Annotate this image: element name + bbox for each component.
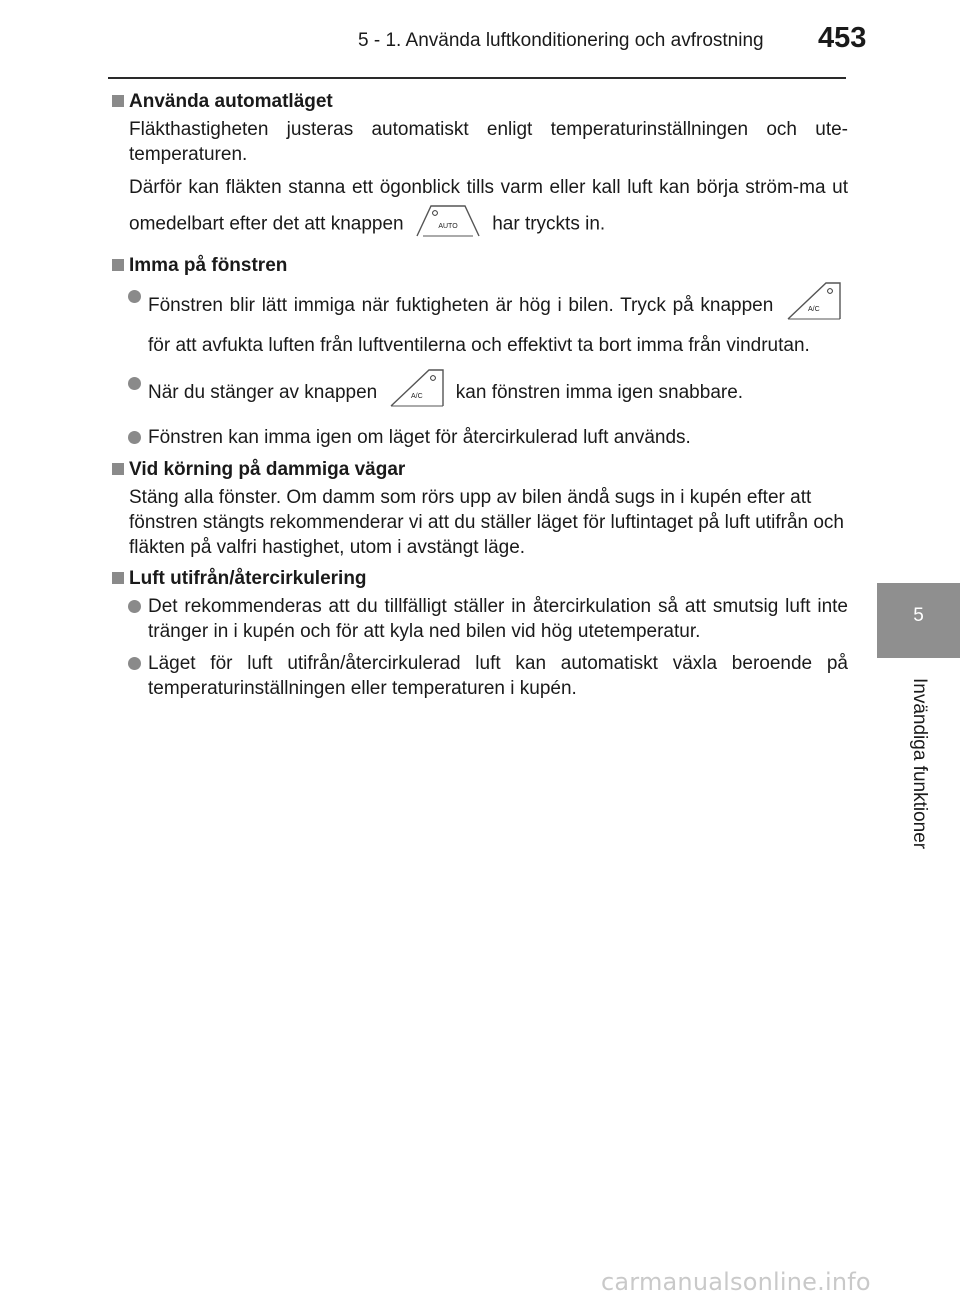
list-item: Läget för luft utifrån/återcirkulerad lu… xyxy=(110,651,848,701)
circle-bullet-icon xyxy=(128,431,141,444)
section-heading-recirculation: Luft utifrån/återcirkulering xyxy=(110,566,848,591)
list-item: Fönstren blir lätt immiga när fuktighete… xyxy=(110,281,848,361)
square-bullet-icon xyxy=(112,463,124,475)
ac-button-label: A/C xyxy=(808,306,820,313)
page-content: Använda automatläget Fläkthastigheten ju… xyxy=(110,89,848,708)
auto-button-label: AUTO xyxy=(438,223,458,230)
chapter-tab: 5 xyxy=(877,583,960,658)
chapter-number: 5 xyxy=(913,605,924,626)
square-bullet-icon xyxy=(112,95,124,107)
circle-bullet-icon xyxy=(128,290,141,303)
square-bullet-icon xyxy=(112,572,124,584)
page-number: 453 xyxy=(818,22,867,54)
ac-button-icon: A/C xyxy=(786,281,842,331)
list-item: Fönstren kan imma igen om läget för åter… xyxy=(110,425,848,450)
section-heading-dusty-roads: Vid körning på dammiga vägar xyxy=(110,457,848,482)
section-heading-fog: Imma på fönstren xyxy=(110,253,848,278)
paragraph: Därför kan fläkten stanna ett ögonblick … xyxy=(110,173,848,247)
auto-button-icon: AUTO xyxy=(415,202,481,247)
circle-bullet-icon xyxy=(128,600,141,613)
square-bullet-icon xyxy=(112,259,124,271)
circle-bullet-icon xyxy=(128,657,141,670)
ac-button-icon: A/C xyxy=(389,368,445,418)
header-divider xyxy=(108,77,846,79)
section-heading-auto-mode: Använda automatläget xyxy=(110,89,848,114)
paragraph: Fläkthastigheten justeras automatiskt en… xyxy=(129,119,848,165)
watermark: carmanualsonline.info xyxy=(601,1268,871,1296)
ac-button-label: A/C xyxy=(411,393,423,400)
list-item: När du stänger av knappen A/C kan fönstr… xyxy=(110,368,848,418)
list-item: Det rekommenderas att du tillfälligt stä… xyxy=(110,594,848,644)
section-title: 5 - 1. Använda luftkonditionering och av… xyxy=(358,30,764,51)
paragraph: Stäng alla fönster. Om damm som rörs upp… xyxy=(129,487,844,558)
chapter-label: Invändiga funktioner xyxy=(909,678,930,850)
circle-bullet-icon xyxy=(128,377,141,390)
